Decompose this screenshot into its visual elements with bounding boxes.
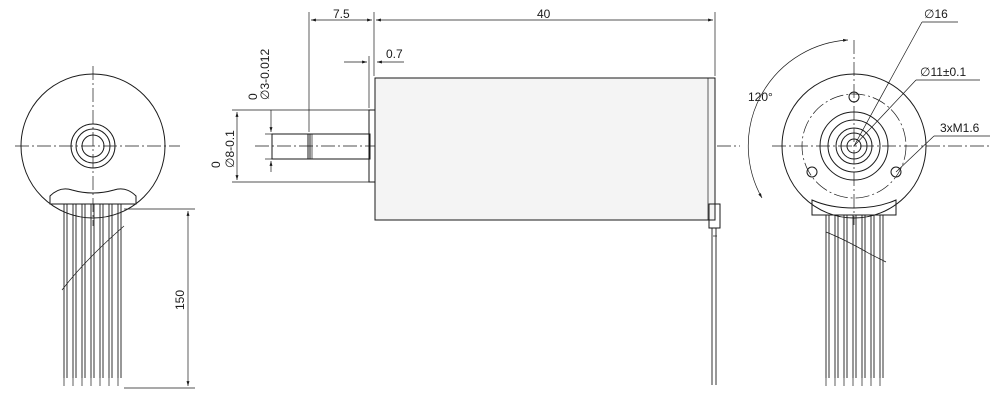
side-view: 7.5 40 0.7 0 ∅3-0.012 0 ∅8-0.1 xyxy=(209,7,740,385)
left-bearing-mid xyxy=(75,128,111,164)
shaft-dia-lower: ∅3-0.012 xyxy=(258,49,272,100)
left-outer-circle xyxy=(20,73,166,219)
flange-offset-label: 0.7 xyxy=(386,47,403,61)
shaft-length-label: 7.5 xyxy=(333,7,350,21)
bolt-circle-leader xyxy=(853,79,917,147)
boss-dia-lower: ∅8-0.1 xyxy=(223,130,237,168)
shaft-boss xyxy=(307,133,371,160)
boss-dia-upper: 0 xyxy=(209,161,223,168)
motor-body xyxy=(374,77,716,221)
screws-label: 3xM1.6 xyxy=(940,121,980,135)
left-bearing-outer xyxy=(70,123,116,169)
outer-dia-leader xyxy=(853,21,923,147)
left-leads xyxy=(61,204,125,386)
shaft xyxy=(271,133,311,160)
screw-hole-right xyxy=(890,166,902,178)
angle-label: 120° xyxy=(748,90,773,104)
right-lead-clamp xyxy=(811,199,897,216)
right-leads xyxy=(825,215,887,386)
angle-arc xyxy=(747,38,849,199)
left-end-view: 150 xyxy=(15,66,195,389)
screw-leader xyxy=(895,135,935,173)
motor-length-label: 40 xyxy=(537,7,551,21)
side-lead-exit xyxy=(708,203,721,229)
right-end-view: ∅16 ∅11±0.1 3xM1.6 120° xyxy=(747,7,990,386)
screw-hole-top xyxy=(848,91,860,103)
left-lead-clamp xyxy=(49,188,137,205)
shaft-dia-upper: 0 xyxy=(246,93,260,100)
screw-hole-left xyxy=(806,166,818,178)
left-bearing-inner xyxy=(81,134,105,158)
lead-length-label: 150 xyxy=(173,290,187,310)
bolt-circle-label: ∅11±0.1 xyxy=(920,65,967,79)
outer-dia-label: ∅16 xyxy=(924,7,948,21)
